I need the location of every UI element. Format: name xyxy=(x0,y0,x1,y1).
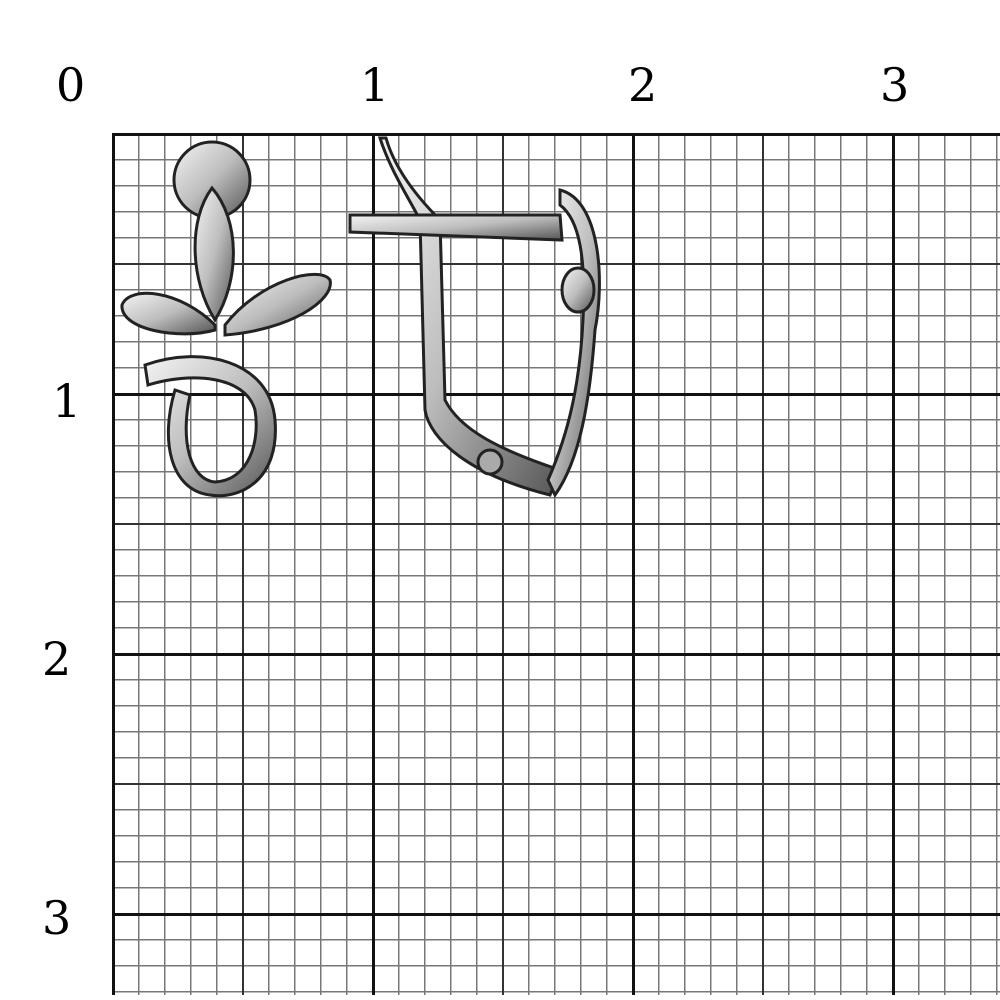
x-label-0: 0 xyxy=(56,58,86,112)
y-label-3: 3 xyxy=(42,891,72,945)
earring-side xyxy=(348,136,601,498)
y-label-2: 2 xyxy=(42,632,72,686)
x-label-3: 3 xyxy=(880,58,910,112)
y-label-1: 1 xyxy=(52,374,82,428)
measurement-grid xyxy=(112,133,1000,995)
x-label-2: 2 xyxy=(628,58,658,112)
x-label-1: 1 xyxy=(360,58,390,112)
earring-front xyxy=(120,140,332,498)
